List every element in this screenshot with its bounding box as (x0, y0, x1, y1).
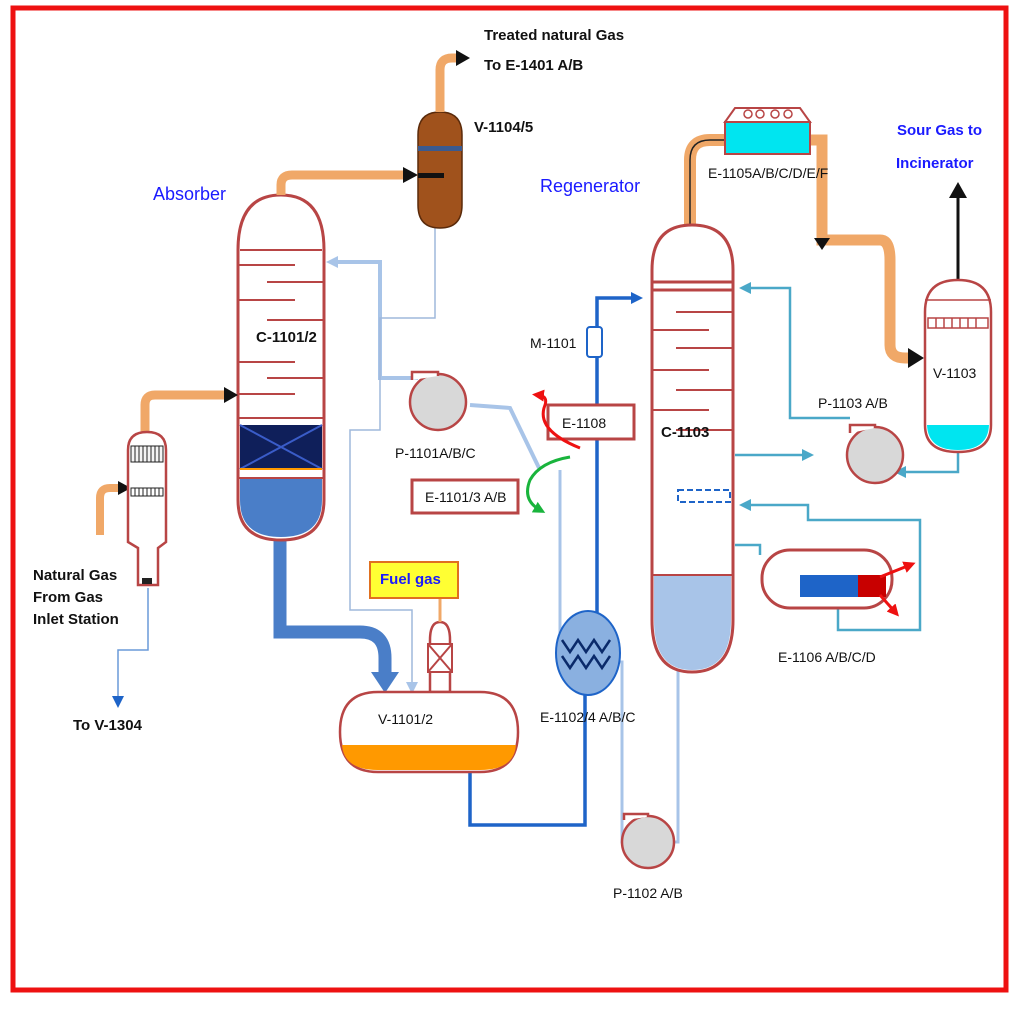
p1103-label: P-1103 A/B (818, 395, 888, 411)
diagram-frame (10, 5, 1009, 993)
absorber-overhead-arrowhead (403, 167, 418, 183)
lean-amine-to-pump-line (469, 403, 542, 471)
absorber-column (236, 193, 326, 542)
e1102-exchanger (555, 610, 621, 696)
treated-gas-arrowhead (456, 50, 470, 66)
condenser-outlet-arrowhead-1 (814, 238, 830, 250)
to-v1304-line (112, 588, 149, 708)
separator-to-absorber-line (140, 390, 225, 432)
absorber-overhead-line (276, 170, 405, 195)
e1108-hot-stream (532, 389, 581, 450)
p1103-pump (845, 423, 905, 485)
v1103-label: V-1103 (933, 365, 977, 381)
flash-drain-line (349, 398, 418, 694)
p1102-pump (620, 812, 676, 870)
to-v1304-label: To V-1304 (73, 717, 143, 734)
e1101-label: E-1101/3 A/B (425, 489, 506, 505)
condenser-to-reflux-line (810, 134, 910, 364)
v1104-label: V-1104/5 (474, 119, 533, 136)
natural-gas-label-line1: Natural Gas (33, 567, 117, 584)
c1103-label: C-1103 (661, 424, 709, 441)
sour-gas-label-line1: Sour Gas to (897, 122, 982, 139)
v1101-flash-drum (338, 620, 520, 774)
sour-gas-arrowhead (949, 182, 967, 198)
e1102-label: E-1102/4 A/B/C (540, 709, 635, 725)
e1106-reboiler (760, 548, 916, 617)
p1102-label: P-1102 A/B (613, 885, 683, 901)
reflux-to-regenerator-line (739, 282, 850, 420)
v1101-label: V-1101/2 (378, 711, 433, 727)
regenerator-overhead-line-edge (689, 139, 725, 232)
e1108-label: E-1108 (562, 415, 606, 431)
v1104-drain-line (379, 228, 436, 398)
condenser-to-reflux-arrowhead (908, 348, 924, 368)
reboiler-feed-line (735, 543, 762, 555)
rich-amine-arrowhead (371, 672, 399, 693)
separator-to-absorber-arrowhead (224, 387, 238, 403)
regenerator-label: Regenerator (540, 176, 640, 196)
fuel-gas-label: Fuel gas (380, 571, 441, 588)
inlet-separator (126, 430, 168, 587)
v1103-to-p1103-line (894, 450, 960, 478)
c1101-label: C-1101/2 (256, 329, 317, 346)
treated-gas-line (435, 53, 458, 112)
sour-gas-label-line2: Incinerator (896, 155, 974, 172)
e1105-label: E-1105A/B/C/D/E/F (708, 165, 828, 181)
v1104-vessel (417, 111, 463, 229)
e1108-box (546, 403, 636, 441)
reboiler-return-line (739, 499, 922, 632)
m1101-unit (586, 326, 603, 358)
e1101-cooling-stream (526, 455, 571, 513)
p1101-pump (408, 370, 468, 432)
regenerator-column (650, 223, 735, 674)
rich-amine-to-flash-line (273, 540, 392, 675)
absorber-label: Absorber (153, 184, 226, 204)
regenerator-overhead-line (684, 134, 725, 232)
natural-gas-inlet-arrowhead (118, 481, 131, 495)
v1103-reflux-drum (923, 278, 993, 454)
p1101-label: P-1101A/B/C (395, 445, 476, 461)
fuel-gas-box (369, 561, 459, 599)
e1101-box (410, 478, 520, 515)
natural-gas-label-line3: Inlet Station (33, 611, 119, 628)
treated-gas-label-line1: Treated natural Gas (484, 27, 624, 44)
m1101-label: M-1101 (530, 335, 577, 351)
e1105-condenser (723, 107, 812, 155)
natural-gas-label-line2: From Gas (33, 589, 103, 606)
treated-gas-label-line2: To E-1401 A/B (484, 57, 583, 74)
regenerator-bottoms-line (668, 668, 680, 844)
e1106-label: E-1106 A/B/C/D (778, 649, 876, 665)
lean-amine-to-absorber-line (326, 256, 418, 380)
natural-gas-inlet-line (96, 484, 120, 535)
